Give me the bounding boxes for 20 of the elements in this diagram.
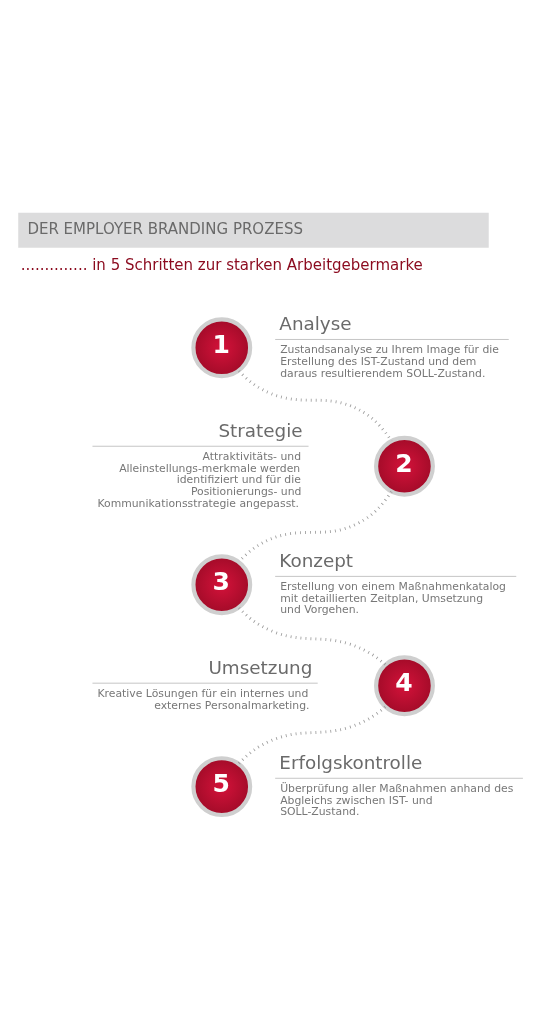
node-circle: 1 <box>191 317 253 379</box>
node-circle: 2 <box>374 435 435 497</box>
node-label: Umsetzung <box>208 656 313 678</box>
node-circle: 3 <box>191 554 253 616</box>
node-label: Analyse <box>279 312 352 334</box>
connector <box>237 369 393 442</box>
node-label: Strategie <box>218 419 303 441</box>
diagram-title: DER EMPLOYER BRANDING PROZESS <box>27 219 303 238</box>
node-label: Erfolgskontrolle <box>279 751 423 773</box>
connector <box>237 606 387 666</box>
node-label: Kreative Lösungen für ein internes und externes Personalmarketing. <box>97 686 310 712</box>
node-label: Überprüfung aller Maßnahmen anhand des Abgleichs zwischen IST- und SOLL-Zustand. <box>280 781 514 819</box>
node-circle: 5 <box>191 756 253 818</box>
node-label: Konzept <box>279 549 354 571</box>
node-label: Erstellung von einem Maßnahmenkatalog mit detaillierten Zeitplan, Umsetzung und Vorgehen. <box>280 580 506 617</box>
node-label: Zustandsanalyse zu Ihrem Image für die Erstellung des IST-Zustand und dem daraus resultierendem SOLL-Zustand. <box>280 343 500 380</box>
node-label: Attraktivitäts- und Alleinstellungs-merkmale werden identifiziert und für die Positionierungs- und Kommunikationsstrategie angepasst. <box>97 449 302 510</box>
connector <box>237 705 387 765</box>
node-circle: 4 <box>374 655 435 717</box>
label: .............. in 5 Schritten zur starken Arbeitgebermarke <box>20 255 423 274</box>
